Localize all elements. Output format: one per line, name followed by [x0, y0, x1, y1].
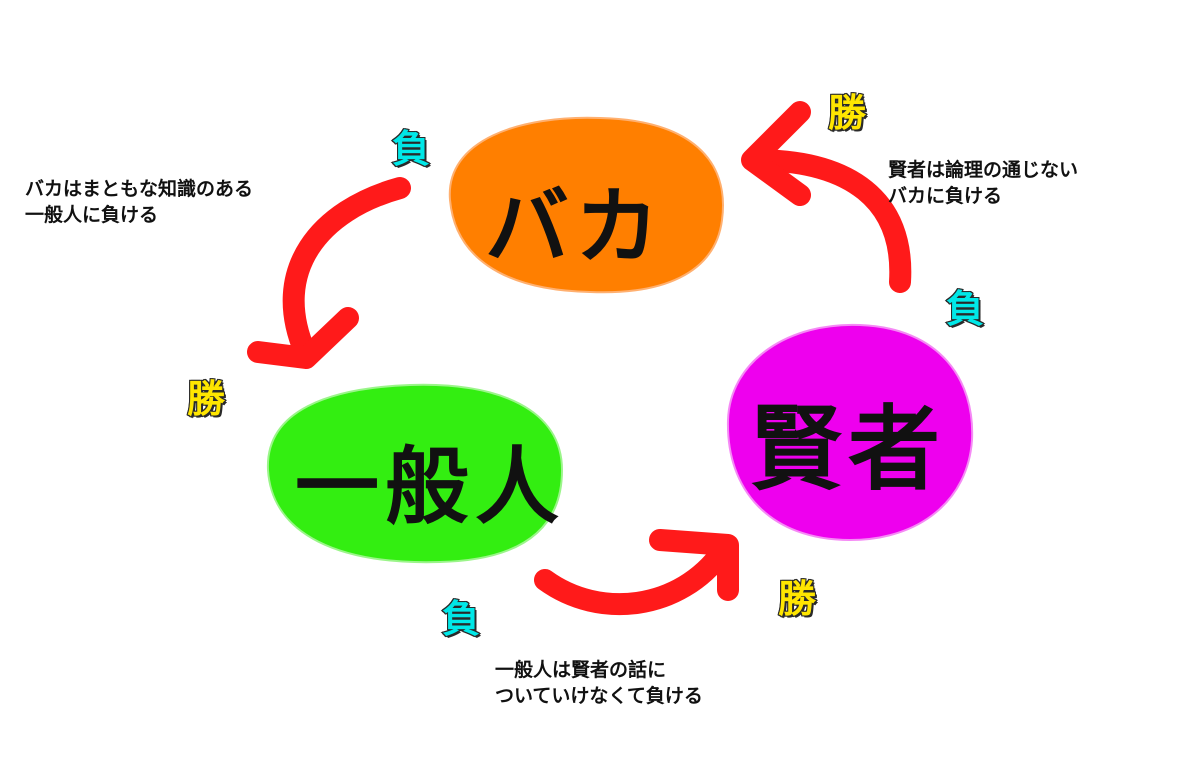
note-kenja-vs-baka: 賢者は論理の通じない バカに負ける [888, 157, 1078, 209]
note-ippan-vs-kenja: 一般人は賢者の話に ついていけなくて負ける [495, 657, 703, 709]
lose-mark-baka: 負 [391, 126, 431, 172]
note-line: 一般人は賢者の話に [495, 659, 667, 681]
arrowhead-ippan-to-kenja [649, 529, 739, 601]
baka-blob [448, 116, 724, 294]
note-line: バカに負ける [888, 185, 1003, 207]
node-ippan: 一般人 [295, 438, 566, 536]
kenja-blob [726, 323, 974, 542]
note-line: バカはまともな知識のある [25, 178, 254, 200]
arrow-ippan-to-kenja [534, 541, 733, 616]
note-baka-vs-ippan: バカはまともな知識のある 一般人に負ける [25, 176, 253, 228]
note-line: 賢者は論理の通じない [888, 159, 1079, 181]
arrow-kenja-to-baka [744, 149, 912, 293]
arrowhead-kenja-to-baka [741, 101, 811, 206]
win-mark-ippan: 勝 [186, 376, 226, 422]
arrowhead-baka-to-ippan [247, 307, 359, 369]
arrow-baka-to-ippan [282, 177, 411, 363]
note-line: 一般人に負ける [25, 204, 159, 226]
note-line: ついていけなくて負ける [495, 685, 703, 707]
ippan-blob [266, 383, 564, 564]
win-mark-kenja: 勝 [777, 576, 817, 622]
node-baka: バカ [485, 178, 666, 276]
lose-mark-kenja: 負 [945, 286, 985, 332]
win-mark-kenja-arrow: 勝 [827, 90, 867, 136]
node-kenja: 賢者 [750, 396, 947, 503]
lose-mark-ippan: 負 [441, 596, 481, 642]
